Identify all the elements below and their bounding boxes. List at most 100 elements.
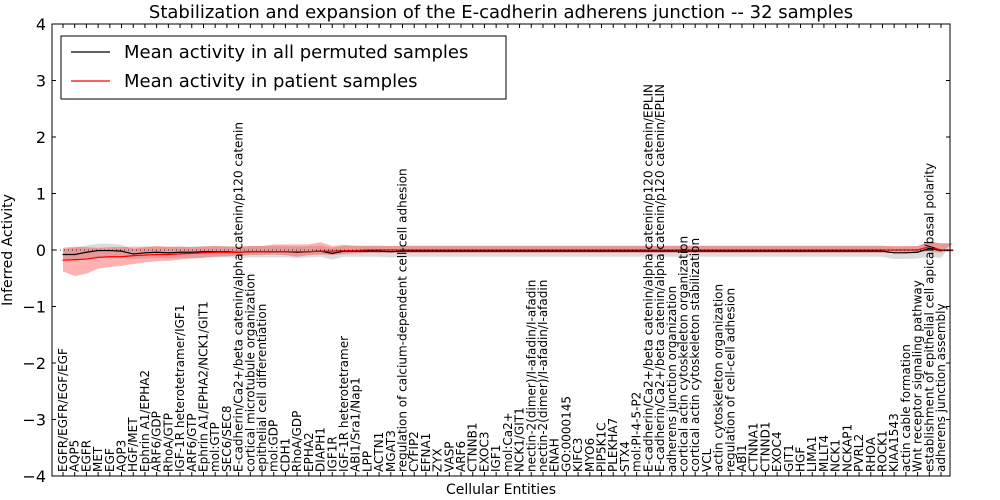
data-point bbox=[554, 250, 556, 252]
series-lines bbox=[52, 245, 954, 261]
data-point bbox=[413, 249, 415, 251]
data-point bbox=[518, 249, 521, 251]
x-tick-label: mol:GTP bbox=[208, 422, 222, 472]
data-point bbox=[273, 251, 275, 253]
x-tick-label: GO:0000145 bbox=[559, 396, 573, 472]
data-point bbox=[893, 249, 895, 251]
data-point bbox=[624, 250, 626, 252]
x-tick-label: NCKAP1 bbox=[840, 424, 854, 472]
x-tick-label: CDH1 bbox=[278, 438, 292, 472]
data-point bbox=[167, 252, 169, 254]
x-tick-label: nectin-2(dimer)/I-afadin/I-afadin bbox=[536, 280, 550, 472]
x-tick-label: STX4 bbox=[618, 441, 632, 472]
data-point bbox=[378, 250, 380, 252]
x-tick-label: Wnt receptor signaling pathway bbox=[911, 280, 925, 472]
x-tick-label: actin cytoskeleton organization bbox=[712, 284, 726, 472]
data-point bbox=[448, 250, 450, 252]
x-tick-label: mol:Ca2+ bbox=[501, 412, 515, 472]
data-point bbox=[85, 251, 88, 253]
x-tick-label: MLLT4 bbox=[817, 435, 831, 472]
data-point bbox=[870, 250, 872, 252]
x-tick-label: RHOA bbox=[864, 436, 878, 472]
x-tick-label: ARF6 bbox=[454, 441, 468, 472]
data-point bbox=[378, 249, 380, 251]
data-point bbox=[120, 256, 123, 258]
chart-title: Stabilization and expansion of the E-cad… bbox=[149, 2, 853, 23]
x-tick-label: MET bbox=[91, 446, 105, 472]
x-tick-label: MYO6 bbox=[583, 438, 597, 472]
data-point bbox=[577, 249, 579, 251]
data-point bbox=[214, 251, 216, 253]
data-point bbox=[62, 253, 64, 256]
x-tick-label: regulation of calcium-dependent cell-cel… bbox=[395, 168, 409, 472]
y-tick-label: −1 bbox=[22, 298, 46, 317]
x-tick-label: KIAA1543 bbox=[887, 413, 901, 472]
data-point bbox=[144, 252, 146, 254]
data-point bbox=[179, 253, 181, 255]
data-point bbox=[483, 250, 486, 252]
data-point bbox=[97, 249, 99, 252]
x-tick-label: PVRL2 bbox=[852, 434, 866, 472]
data-point bbox=[132, 253, 134, 255]
data-point bbox=[682, 249, 685, 251]
data-point bbox=[296, 251, 298, 253]
data-point bbox=[589, 250, 591, 252]
x-tick-label: HGF bbox=[794, 447, 808, 472]
data-point bbox=[905, 249, 907, 251]
x-tick-label: CTNND1 bbox=[758, 421, 772, 472]
x-tick-label: SEC6/SEC8 bbox=[220, 406, 234, 472]
x-tick-label: IGF-1R heterotetramer/IGF1 bbox=[173, 305, 187, 472]
x-tick-label: ABI1/Sra1/Nap1 bbox=[349, 377, 363, 472]
x-tick-label: ARF6/GTP bbox=[185, 413, 199, 472]
data-point bbox=[600, 250, 603, 252]
y-tick-label: −4 bbox=[22, 467, 46, 486]
x-tick-label: VASP bbox=[442, 441, 456, 472]
data-point bbox=[425, 249, 427, 251]
data-point bbox=[507, 250, 509, 252]
data-point bbox=[565, 250, 567, 252]
data-point bbox=[191, 252, 193, 254]
plot-layer bbox=[51, 23, 954, 477]
data-point bbox=[226, 251, 228, 253]
data-point bbox=[355, 249, 357, 252]
y-tick-label: 0 bbox=[36, 241, 46, 260]
data-point bbox=[753, 250, 755, 252]
data-point bbox=[589, 249, 591, 251]
data-point bbox=[308, 251, 310, 253]
x-tick-label: KIFC3 bbox=[571, 438, 585, 472]
data-point bbox=[776, 250, 778, 252]
data-point bbox=[390, 249, 392, 251]
data-point bbox=[717, 250, 720, 252]
data-point bbox=[905, 252, 907, 254]
data-point bbox=[729, 250, 731, 252]
data-point bbox=[753, 249, 755, 251]
data-point bbox=[835, 250, 837, 252]
data-point bbox=[401, 250, 404, 252]
x-tick-label: EXOC4 bbox=[770, 432, 784, 473]
data-point bbox=[437, 249, 439, 251]
data-point bbox=[109, 249, 111, 252]
data-point bbox=[764, 250, 767, 252]
data-point bbox=[179, 251, 181, 253]
data-point bbox=[612, 250, 614, 252]
data-point bbox=[167, 253, 169, 256]
data-point bbox=[156, 251, 158, 253]
x-tick-label: Ephrin A1/EPHA2/NCK1/GIT1 bbox=[196, 301, 210, 472]
data-point bbox=[85, 258, 88, 260]
x-tick-label: mol:PI-4-5-P2 bbox=[630, 392, 644, 472]
data-point bbox=[881, 250, 884, 252]
data-point bbox=[671, 250, 673, 252]
data-point bbox=[600, 249, 603, 251]
data-point bbox=[331, 252, 333, 254]
x-tick-label: ENAH bbox=[548, 438, 562, 472]
y-tick-label: −3 bbox=[22, 411, 46, 430]
data-point bbox=[460, 250, 462, 252]
data-point bbox=[109, 256, 111, 258]
x-tick-label: CTNNA1 bbox=[747, 422, 761, 472]
x-tick-label: epithelial cell differentiation bbox=[255, 304, 269, 472]
data-point bbox=[916, 251, 919, 253]
y-tick-label: −2 bbox=[22, 354, 46, 373]
x-tick-label: NCK1/GIT1 bbox=[513, 407, 527, 472]
data-point bbox=[952, 249, 954, 251]
data-point bbox=[156, 253, 158, 256]
